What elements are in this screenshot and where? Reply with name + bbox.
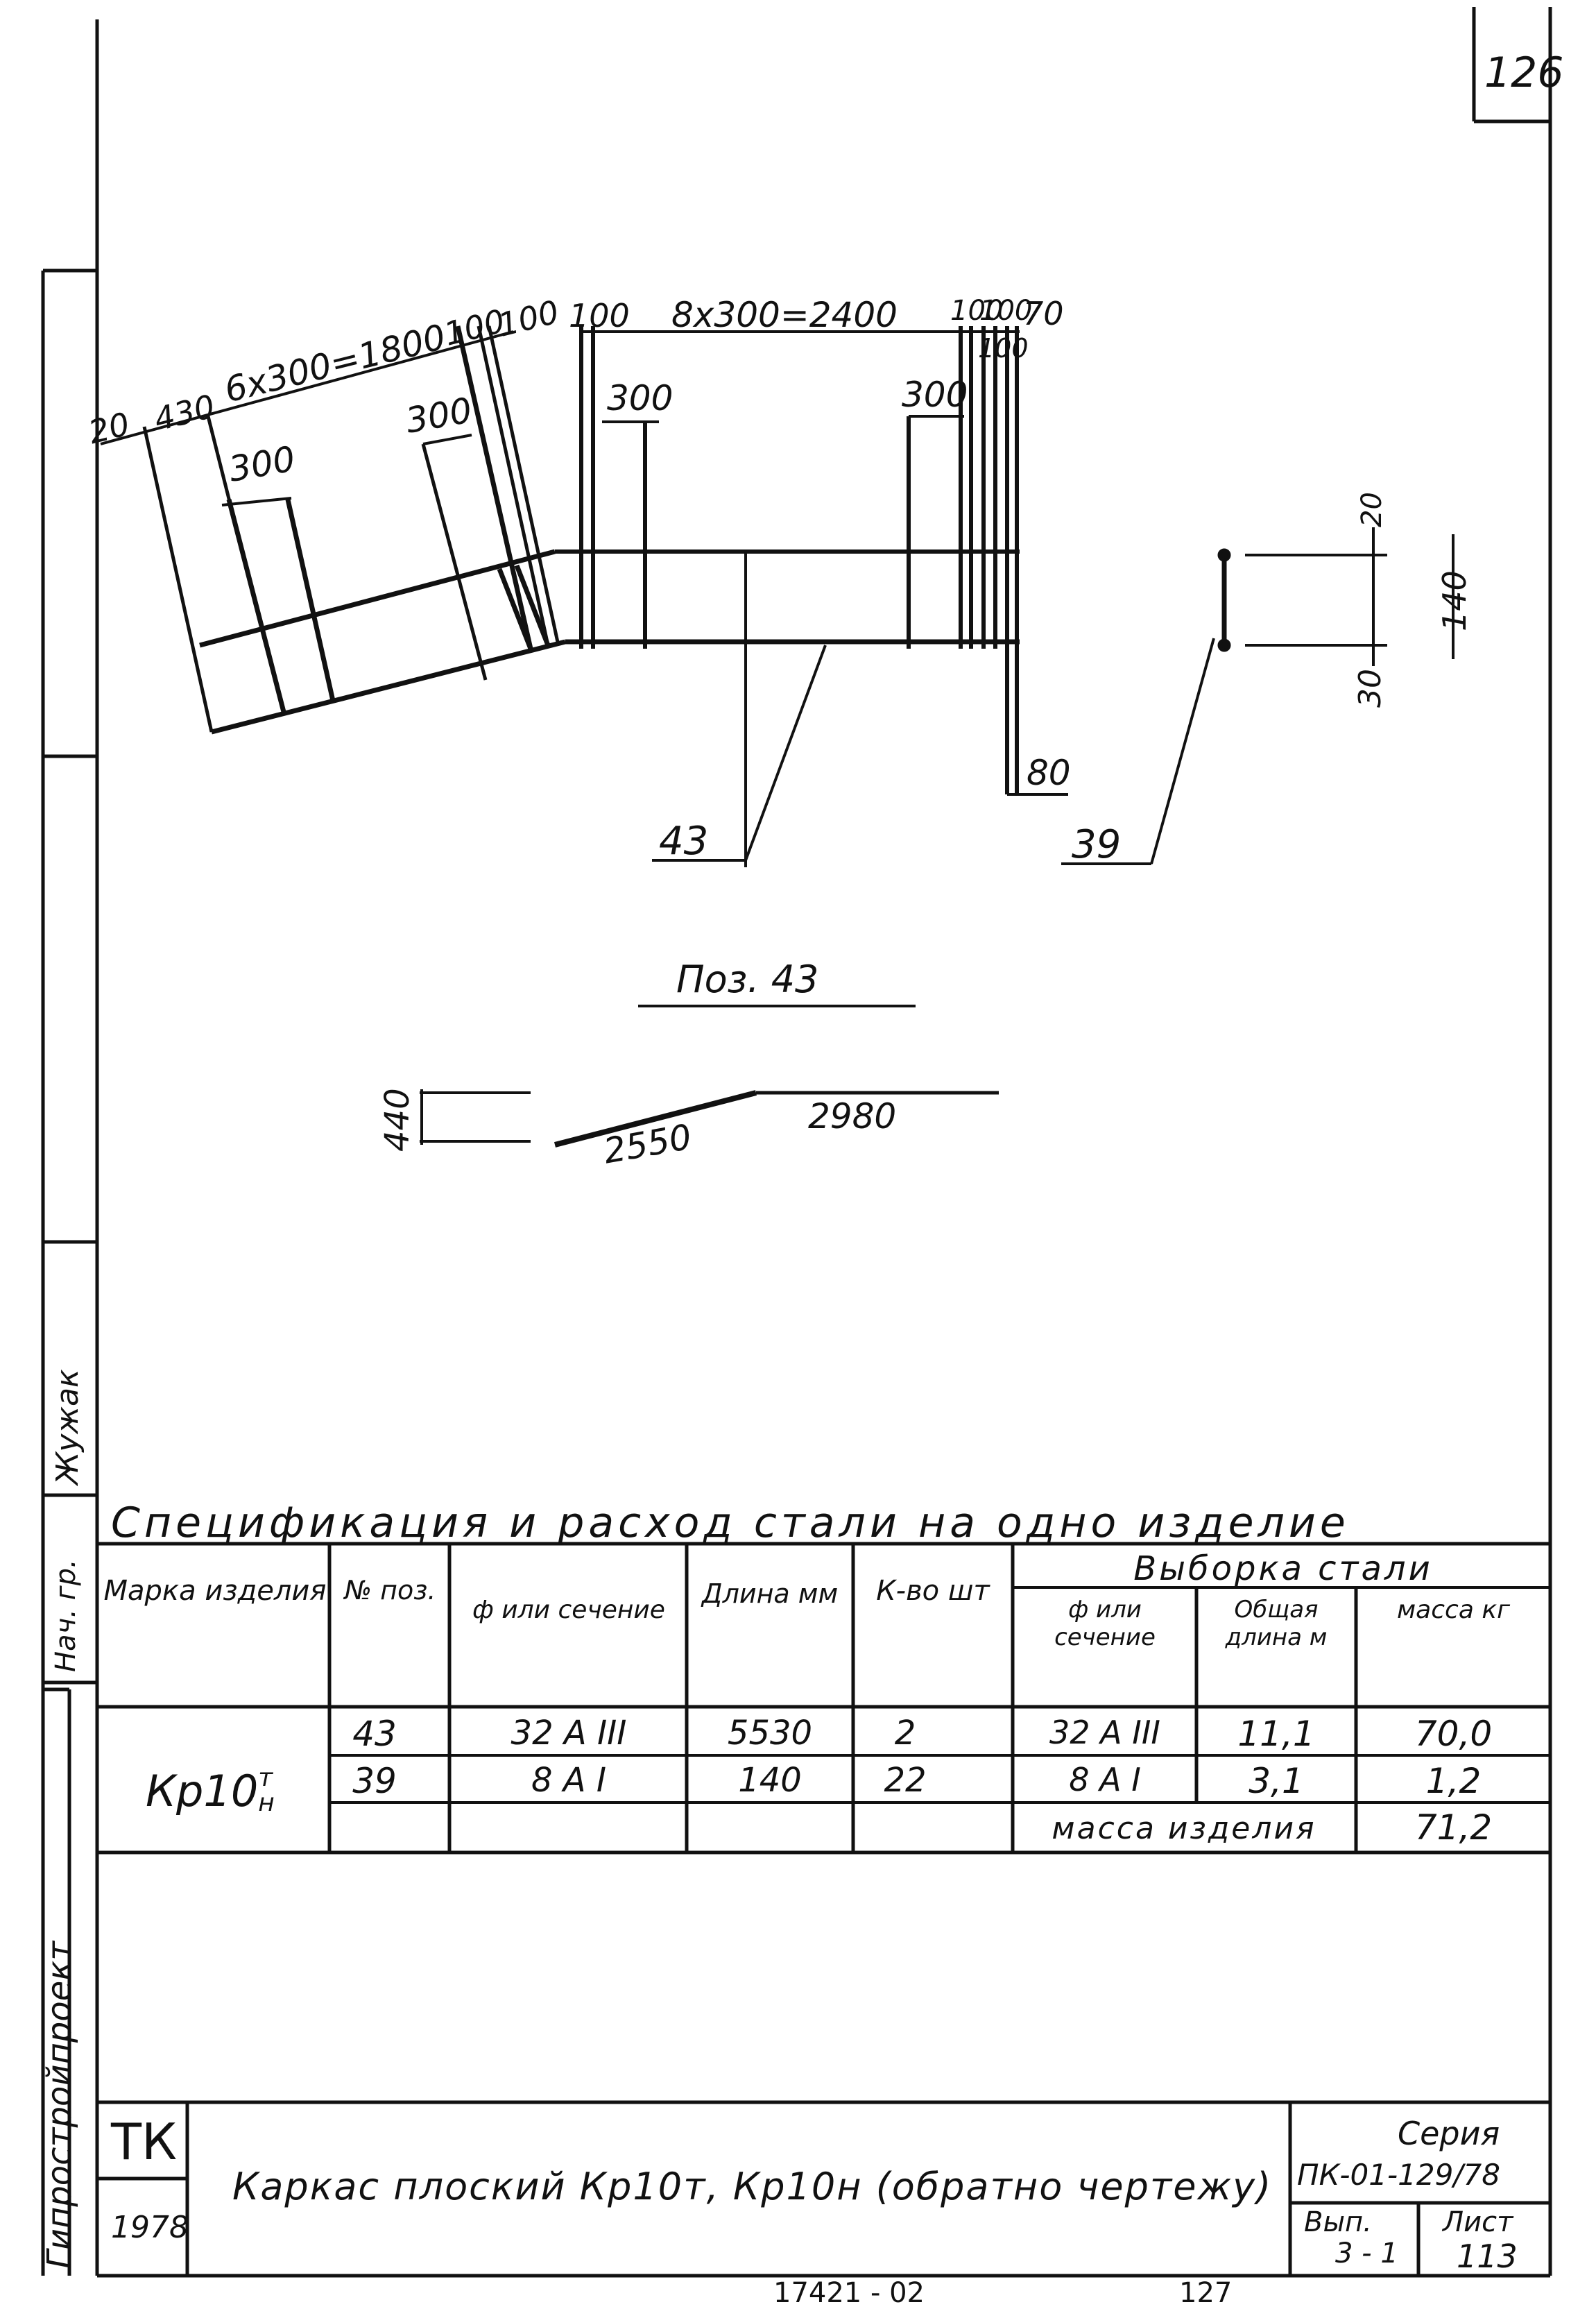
dim-100-right: 100 bbox=[569, 297, 630, 334]
dim-100-right-b: 100 bbox=[979, 295, 1033, 327]
row-2-pos: 39 bbox=[352, 1761, 397, 1801]
hdr-s-diam: ф или сечение bbox=[1054, 1596, 1156, 1651]
series-value: ПК-01-129/78 bbox=[1297, 2158, 1500, 2192]
row-2-diam: 8 А I bbox=[531, 1761, 607, 1800]
dim-chain-right: 8x300=2400 bbox=[671, 295, 898, 335]
sheet-value: 113 bbox=[1457, 2238, 1518, 2275]
leader-label-39: 39 bbox=[1072, 822, 1122, 867]
dim-100-right-c: 100 bbox=[978, 333, 1029, 364]
side-stamp-author: Жужак bbox=[50, 1369, 85, 1485]
hdr-count: К-во шт bbox=[876, 1575, 990, 1607]
side-stamp-org: Гипростройпроект bbox=[40, 1941, 79, 2269]
leg-80: 80 bbox=[1027, 753, 1071, 793]
product-mark-sup: т bbox=[258, 1764, 273, 1792]
dim-100-right-a: 100 bbox=[950, 295, 1004, 327]
product-mark-sub: н bbox=[258, 1789, 275, 1817]
hdr-pos: № поз. bbox=[344, 1575, 436, 1605]
row-1-s-length: 11,1 bbox=[1237, 1714, 1315, 1754]
issue-label: Вып. bbox=[1304, 2206, 1372, 2238]
title-block-year: 1978 bbox=[111, 2210, 189, 2245]
pos-dim-440: 440 bbox=[378, 1088, 417, 1152]
row-2-s-length: 3,1 bbox=[1249, 1761, 1304, 1801]
footer-code: 17421 - 02 bbox=[773, 2277, 925, 2309]
title-block-code: ТК bbox=[111, 2113, 178, 2171]
pos-dim-2980: 2980 bbox=[808, 1096, 897, 1136]
row-1-count: 2 bbox=[894, 1714, 916, 1753]
section-dim-30: 30 bbox=[1353, 669, 1388, 708]
series-label: Серия bbox=[1398, 2115, 1500, 2152]
pitch-300-right-1: 300 bbox=[607, 378, 673, 418]
sheet-label: Лист bbox=[1443, 2206, 1513, 2238]
hdr-diam: ф или сечение bbox=[472, 1596, 665, 1624]
title-block-title: Каркас плоский Кр10т, Кр10н (обратно чер… bbox=[232, 2165, 1273, 2208]
row-1-length: 5530 bbox=[727, 1714, 813, 1753]
hdr-sample-group: Выборка стали bbox=[1133, 1549, 1433, 1588]
row-1-pos: 43 bbox=[352, 1714, 397, 1754]
row-1-s-diam: 32 А III bbox=[1049, 1714, 1160, 1751]
footer-page: 127 bbox=[1179, 2277, 1233, 2309]
section-dim-140: 140 bbox=[1436, 570, 1473, 631]
hdr-mark: Марка изделия bbox=[103, 1575, 327, 1607]
total-mass-value: 71,2 bbox=[1414, 1807, 1493, 1848]
spec-title: Спецификация и расход стали на одно изде… bbox=[111, 1499, 1350, 1547]
row-2-count: 22 bbox=[884, 1761, 927, 1800]
issue-value: 3 - 1 bbox=[1335, 2238, 1398, 2269]
pitch-300-right-2: 300 bbox=[902, 375, 968, 415]
section-dim-20: 20 bbox=[1356, 492, 1388, 527]
total-mass-label: масса изделия bbox=[1052, 1811, 1316, 1846]
position-43-title: Поз. 43 bbox=[676, 957, 819, 1001]
hdr-s-mass: масса кг bbox=[1397, 1596, 1510, 1624]
sheet-number: 126 bbox=[1484, 49, 1564, 97]
hdr-s-length: Общая длина м bbox=[1225, 1596, 1328, 1651]
row-1-s-mass: 70,0 bbox=[1414, 1714, 1493, 1754]
leader-label-43: 43 bbox=[659, 819, 709, 864]
row-2-s-mass: 1,2 bbox=[1425, 1761, 1482, 1801]
product-mark-base: Кр10 bbox=[146, 1766, 259, 1816]
row-2-s-diam: 8 А I bbox=[1069, 1761, 1141, 1798]
hdr-length: Длина мм bbox=[701, 1578, 839, 1609]
side-stamp-nk: Нач. гр. bbox=[50, 1559, 82, 1672]
dim-70: 70 bbox=[1023, 295, 1064, 332]
row-2-length: 140 bbox=[738, 1761, 802, 1800]
row-1-diam: 32 А III bbox=[510, 1714, 627, 1753]
